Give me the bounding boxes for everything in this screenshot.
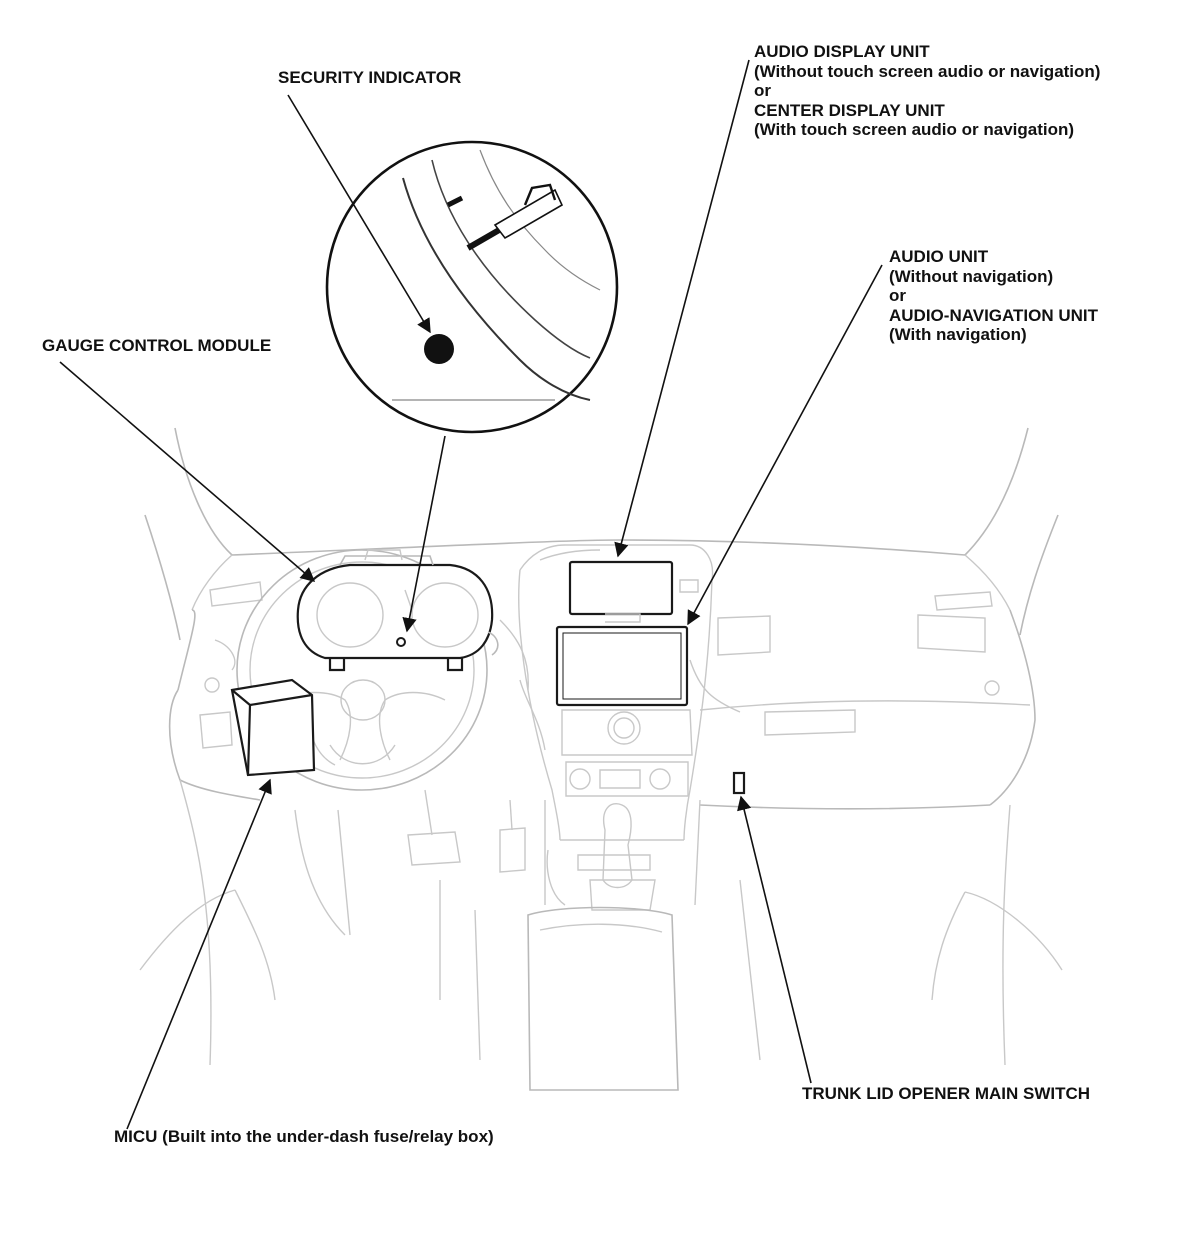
label-line: CENTER DISPLAY UNIT bbox=[754, 100, 945, 120]
label-line: AUDIO-NAVIGATION UNIT bbox=[889, 305, 1099, 325]
label-line: AUDIO UNIT bbox=[889, 247, 989, 266]
label-line: or bbox=[889, 286, 906, 305]
label-line: or bbox=[754, 81, 771, 100]
label-line: (Without touch screen audio or navigatio… bbox=[754, 61, 1101, 81]
label-line: AUDIO DISPLAY UNIT bbox=[754, 42, 930, 61]
security-indicator-dot bbox=[424, 334, 454, 364]
label-gauge-control-module: GAUGE CONTROL MODULE bbox=[42, 336, 271, 356]
leader-lines bbox=[59, 59, 883, 1130]
trunk-lid-switch-shape bbox=[732, 771, 746, 795]
audio-unit-shape bbox=[555, 625, 689, 707]
micu-box bbox=[230, 678, 316, 777]
audio-display-unit-shape bbox=[568, 560, 674, 623]
security-indicator-zoom bbox=[325, 140, 619, 434]
label-line: MICU (Built into the under-dash fuse/rel… bbox=[114, 1127, 494, 1146]
label-audio-display-unit: AUDIO DISPLAY UNIT(Without touch screen … bbox=[754, 42, 1100, 140]
label-line: TRUNK LID OPENER MAIN SWITCH bbox=[802, 1084, 1091, 1103]
label-line: (With navigation) bbox=[889, 325, 1027, 344]
label-security-indicator: SECURITY INDICATOR bbox=[278, 68, 461, 88]
label-line: (Without navigation) bbox=[889, 266, 1054, 286]
label-line: SECURITY INDICATOR bbox=[278, 68, 462, 87]
gauge-control-module-shape bbox=[296, 549, 499, 672]
label-trunk-lid-switch: TRUNK LID OPENER MAIN SWITCH bbox=[802, 1084, 1090, 1104]
label-micu: MICU (Built into the under-dash fuse/rel… bbox=[114, 1127, 494, 1147]
label-line: (With touch screen audio or navigation) bbox=[754, 120, 1075, 139]
label-line: GAUGE CONTROL MODULE bbox=[42, 336, 272, 355]
